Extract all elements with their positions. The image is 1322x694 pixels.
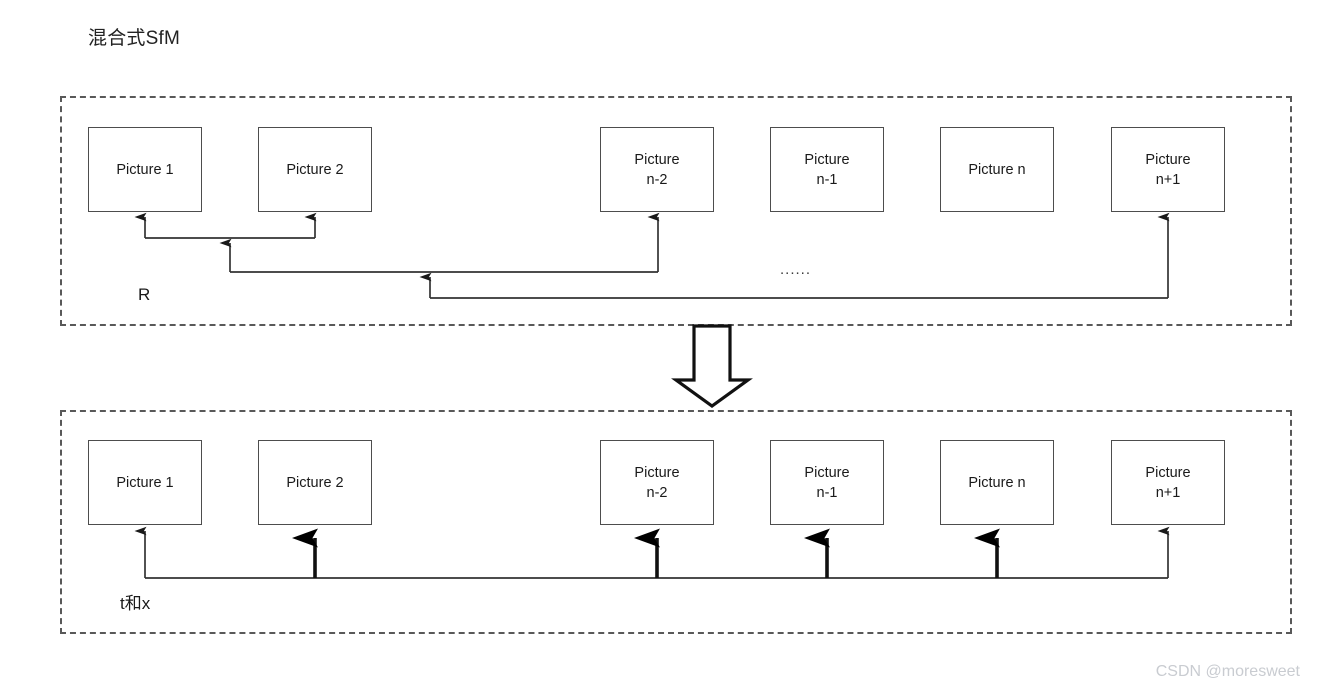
picture-box[interactable]: Picture n [940,127,1054,212]
picture-box[interactable]: Picture n-2 [600,440,714,525]
picture-box[interactable]: Picture 1 [88,440,202,525]
picture-box[interactable]: Picture n-1 [770,440,884,525]
picture-box[interactable]: Picture n-1 [770,127,884,212]
page-title: 混合式SfM [88,28,180,49]
ellipsis-label: ...... [780,261,812,278]
picture-box[interactable]: Picture 2 [258,440,372,525]
panel-translation-stage [60,410,1292,634]
watermark-text: CSDN @moresweet [1155,663,1300,680]
picture-box[interactable]: Picture n [940,440,1054,525]
picture-box[interactable]: Picture 2 [258,127,372,212]
picture-box[interactable]: Picture 1 [88,127,202,212]
stage-transition-arrow [671,324,753,408]
translation-stage-label: t和x [120,594,151,613]
picture-box[interactable]: Picture n+1 [1111,440,1225,525]
picture-box[interactable]: Picture n+1 [1111,127,1225,212]
rotation-stage-label: R [138,285,151,304]
picture-box[interactable]: Picture n-2 [600,127,714,212]
